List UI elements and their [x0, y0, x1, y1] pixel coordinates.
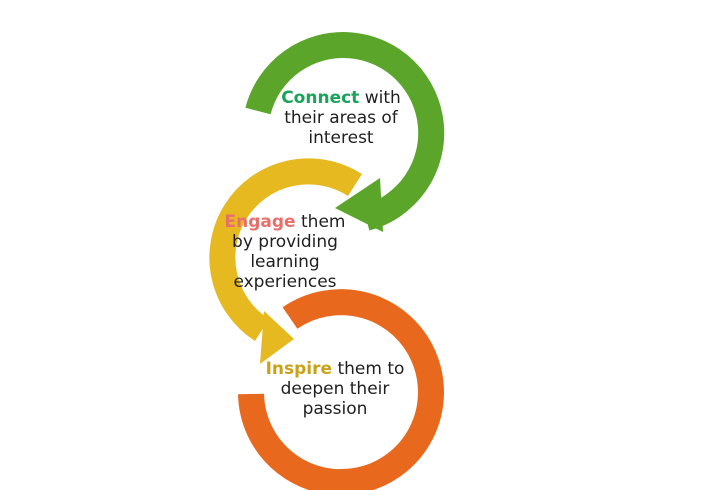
engage-ring [209, 158, 363, 341]
inspire-step-text: Inspire them to deepen their passion [262, 359, 408, 419]
engage-description: them by providing learning experiences [232, 212, 346, 292]
engage-step-text: Engage them by providing learning experi… [212, 212, 358, 292]
inspire-keyword: Inspire [265, 359, 333, 379]
engage-keyword: Engage [224, 212, 296, 232]
connect-step-text: Connect with their areas of interest [266, 88, 416, 148]
connect-description: with their areas of interest [284, 88, 401, 148]
connect-arrowhead [335, 178, 383, 232]
connect-keyword: Connect [281, 88, 360, 108]
inspire-description: them to deepen their passion [280, 359, 405, 419]
engage-arrowhead [260, 311, 294, 364]
connect-ring [245, 32, 445, 231]
inspire-ring [238, 289, 444, 490]
